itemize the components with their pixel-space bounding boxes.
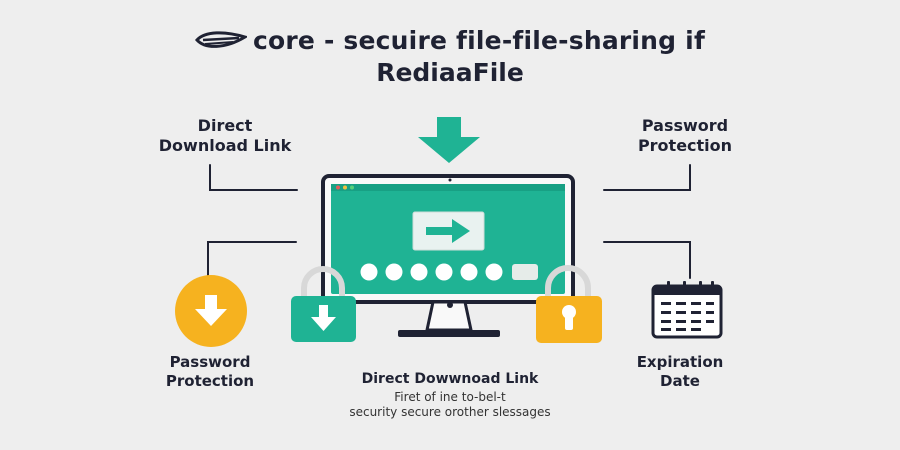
label-line: Direct [197, 116, 253, 135]
connector-top-right [603, 164, 691, 191]
label-line: Protection [637, 136, 733, 155]
feather-logo-icon [194, 28, 249, 57]
monitor [321, 174, 575, 337]
label-direct-download-link: Direct Download Link [140, 116, 310, 156]
connector-bottom-right [603, 241, 691, 279]
download-circle-icon [175, 275, 247, 347]
label-line: Expiration [636, 353, 724, 371]
caption-heading: Direct Dowwnoad Link [361, 371, 539, 387]
arrow-right-icon [412, 211, 485, 251]
page-title: core - secuire file-file-sharing if [0, 26, 900, 57]
password-dots [360, 263, 538, 281]
calendar-icon [651, 281, 723, 339]
label-line: Password [169, 353, 251, 371]
connector-top-left [209, 164, 298, 191]
label-password-protection-top: Password Protection [600, 116, 770, 156]
download-arrow-icon [418, 117, 480, 163]
label-line: Date [660, 372, 700, 390]
label-expiration-date: Expiration Date [610, 353, 750, 391]
title-line-1: core - secuire file-file-sharing if [252, 26, 706, 55]
caption-line-2: security secure orother slessages [349, 405, 551, 419]
padlock-download-icon [291, 266, 356, 342]
connector-bottom-left [207, 241, 297, 279]
label-line: Protection [165, 372, 255, 390]
caption-line-1: Firet of ine to-bel-t [394, 390, 506, 404]
label-line: Password [641, 116, 729, 135]
title-line-2: RediaaFile [376, 58, 524, 87]
label-line: Download Link [158, 136, 292, 155]
padlock-keyhole-icon [536, 265, 602, 343]
label-password-protection-bottom: Password Protection [130, 353, 290, 391]
